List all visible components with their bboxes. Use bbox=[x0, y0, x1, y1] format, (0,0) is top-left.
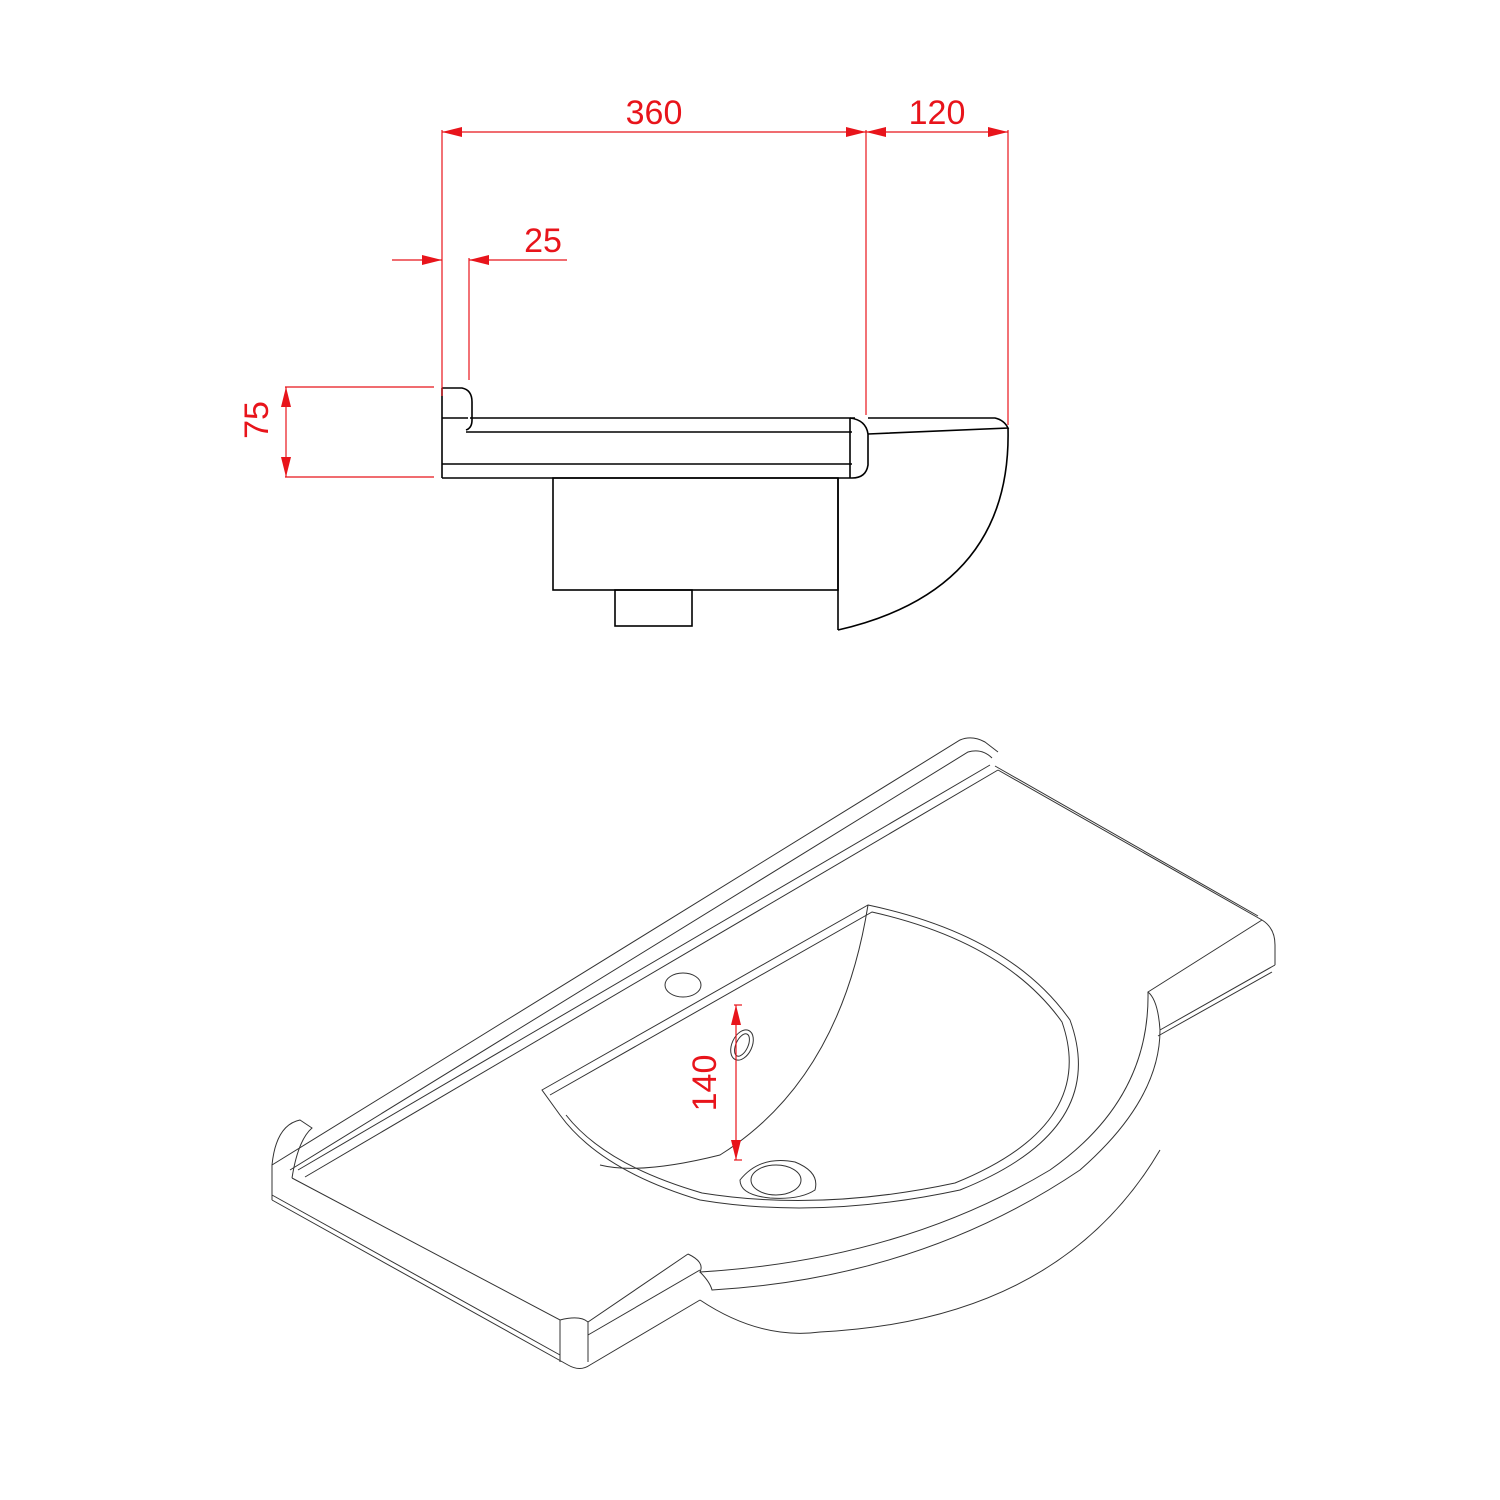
deck-front-edge bbox=[849, 417, 869, 479]
dim-label-75: 75 bbox=[238, 401, 276, 439]
overflow-hole bbox=[730, 1029, 754, 1061]
dim-label-120: 120 bbox=[909, 94, 966, 132]
deck-right-front bbox=[1147, 919, 1263, 1031]
dim-label-140: 140 bbox=[686, 1055, 724, 1112]
bowl-inner-curve bbox=[599, 904, 869, 1169]
isometric-view: 140 bbox=[271, 737, 1276, 1369]
upstand-outline bbox=[442, 387, 473, 431]
bowl-arc bbox=[837, 427, 1009, 631]
bowl-rim bbox=[867, 417, 1010, 435]
tap-hole bbox=[664, 972, 702, 998]
deck-left-front bbox=[271, 1199, 701, 1369]
upstand-back-edge bbox=[271, 737, 999, 1166]
upstand-left-end bbox=[271, 1119, 313, 1179]
waste-hole bbox=[739, 1159, 817, 1199]
bowl-body bbox=[552, 477, 839, 591]
dimension-120: 120 bbox=[866, 94, 1009, 425]
side-view: 360 120 25 75 bbox=[238, 94, 1010, 631]
dimension-140: 140 bbox=[686, 1004, 742, 1161]
dim-label-25: 25 bbox=[524, 222, 562, 260]
dim-label-360: 360 bbox=[626, 94, 683, 132]
dimension-75: 75 bbox=[238, 386, 434, 478]
dimension-360: 360 bbox=[441, 94, 867, 415]
bowl-underside bbox=[699, 1149, 1161, 1334]
waste-outlet bbox=[614, 589, 693, 627]
bowl-rim bbox=[541, 904, 1079, 1209]
deck-left-top-edge bbox=[291, 1177, 689, 1323]
deck-front-curve bbox=[687, 991, 1149, 1273]
dimension-25: 25 bbox=[392, 222, 567, 380]
deck-right-edge bbox=[997, 769, 1276, 946]
